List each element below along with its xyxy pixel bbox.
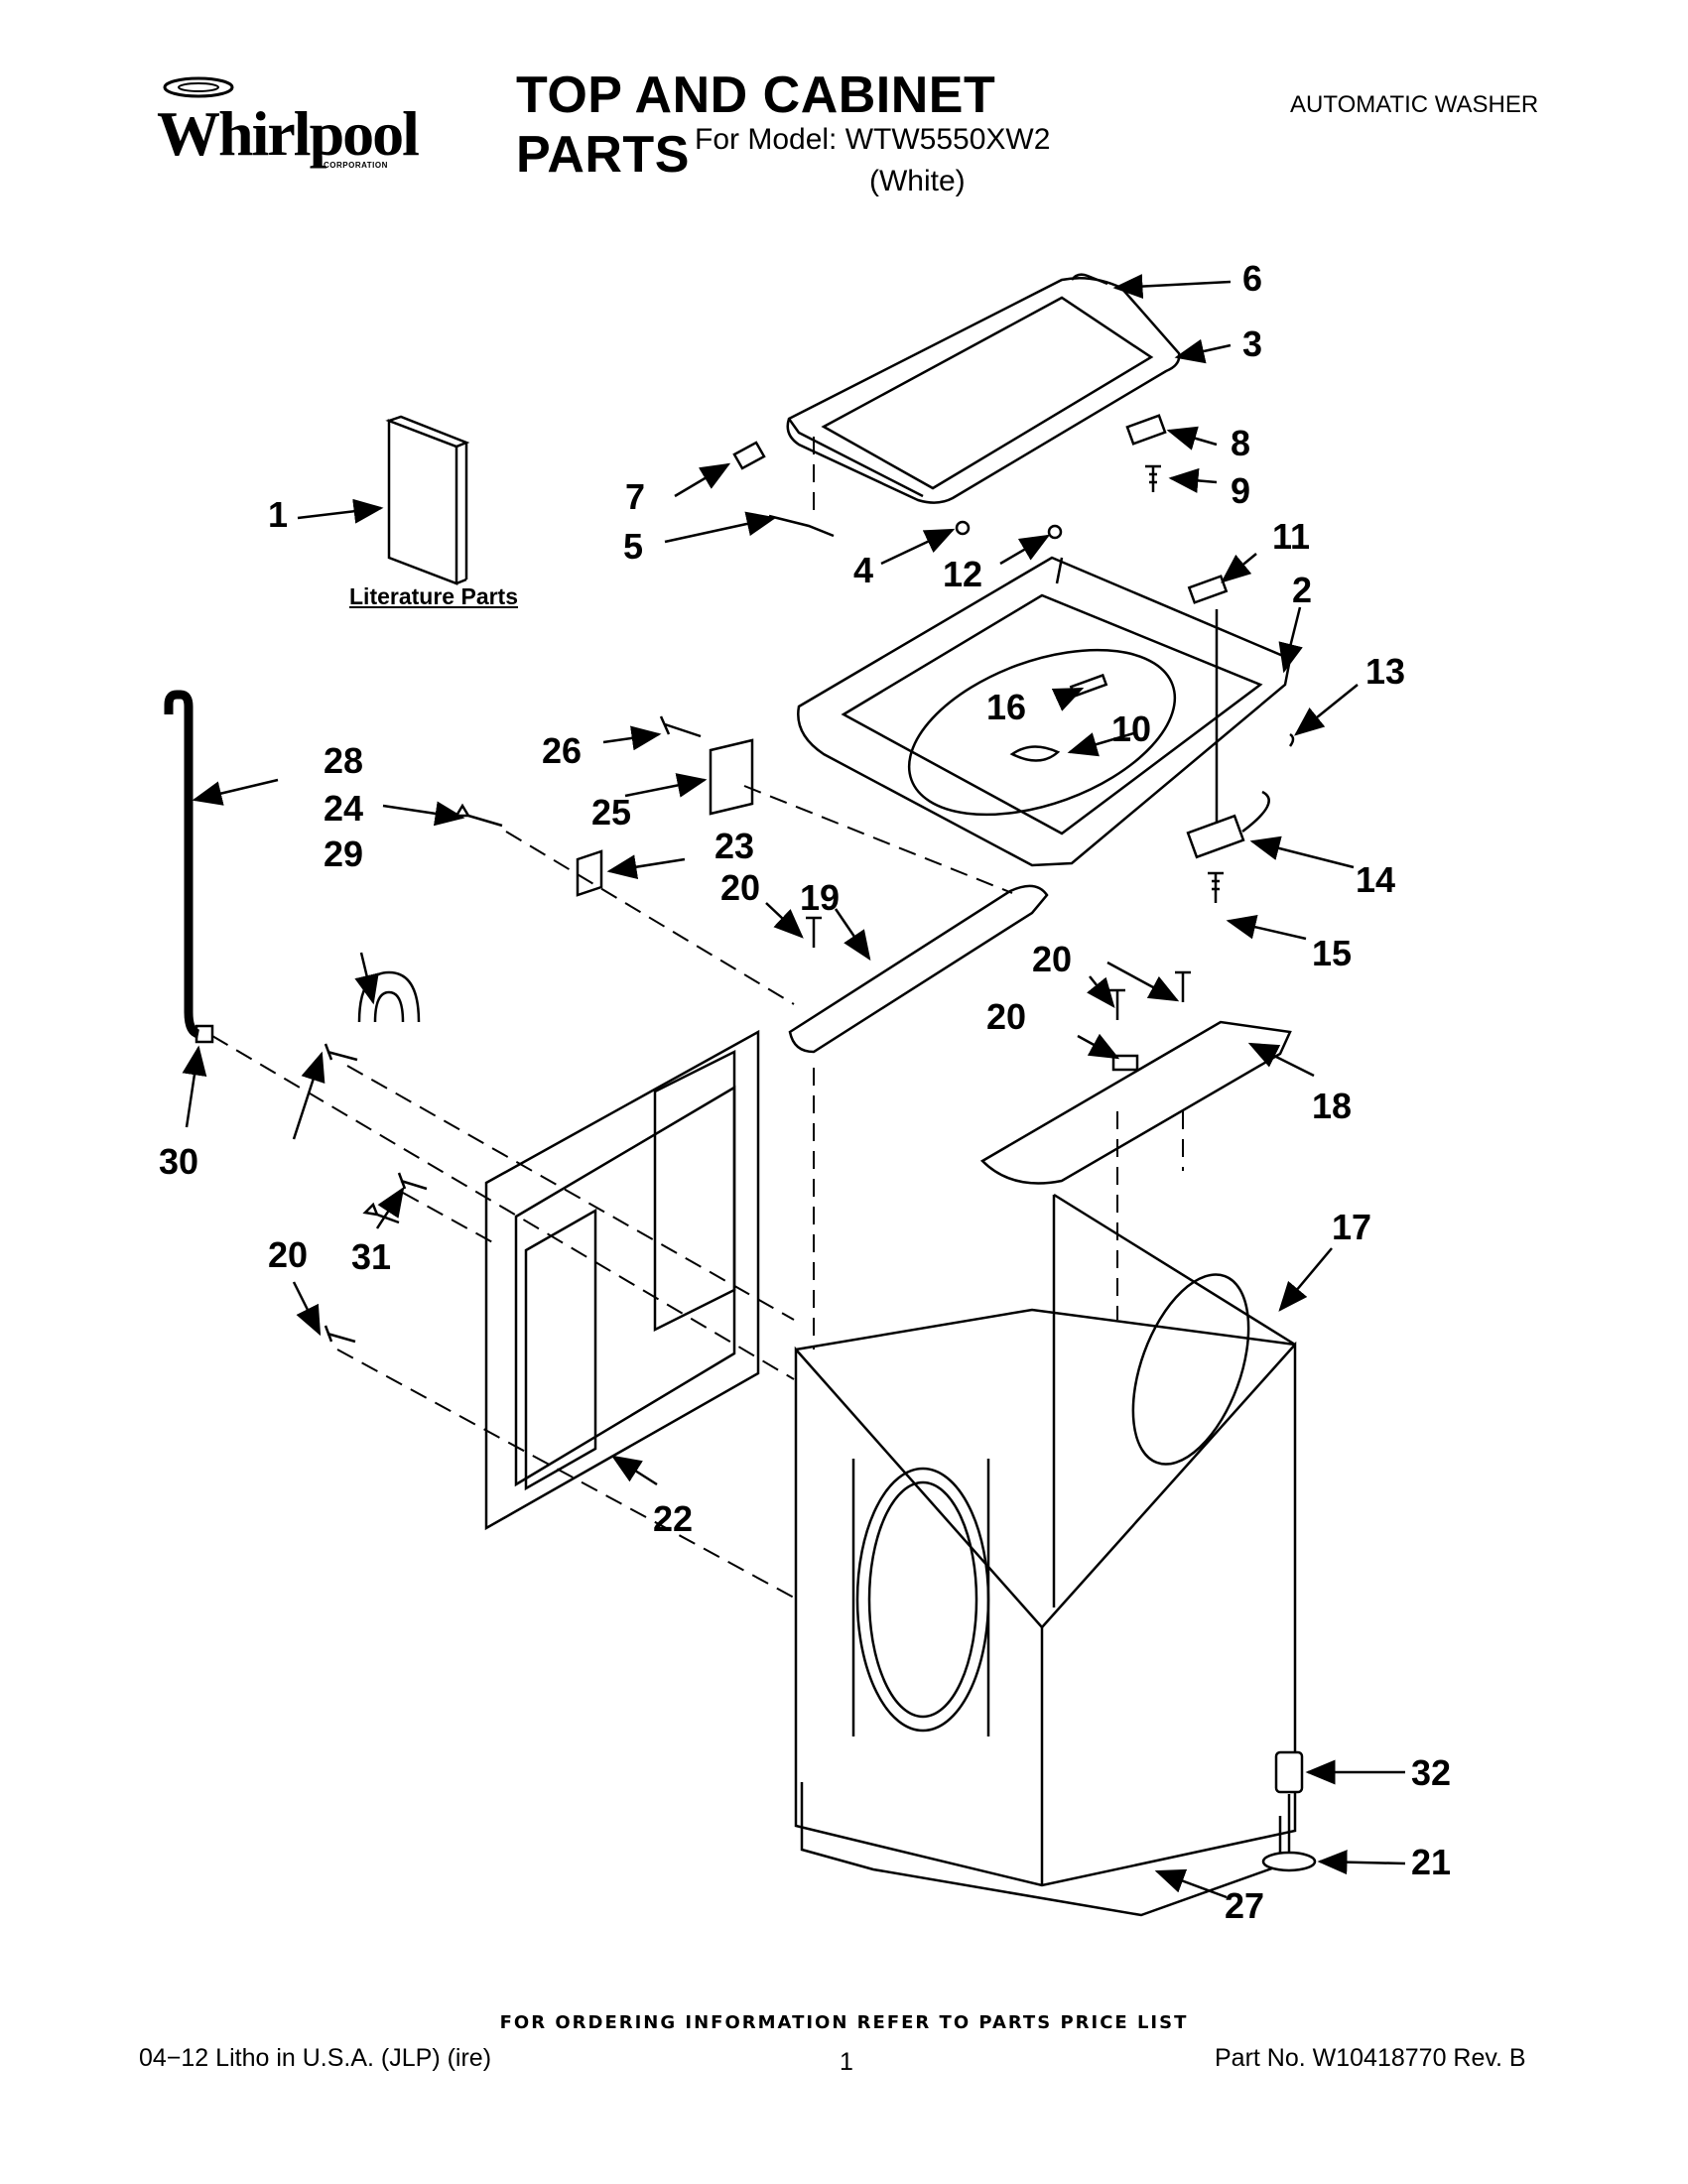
small-lid-parts: [768, 514, 1063, 540]
callout-29: 28: [324, 740, 364, 781]
callout-12: 12: [943, 554, 983, 594]
screw-parts: [324, 715, 1191, 1344]
lid-part: [786, 277, 1181, 504]
leader-lines: [182, 274, 1406, 1899]
callout-9: 9: [1231, 470, 1251, 511]
clip-part: [1288, 732, 1295, 747]
page-title: TOP AND CABINET PARTS: [516, 66, 996, 184]
callout-22: 21: [1411, 1842, 1452, 1882]
callout-4: 4: [853, 550, 874, 590]
callout-13: 13: [1365, 651, 1406, 692]
page-number: 1: [840, 2048, 853, 2076]
callout-25: 24: [324, 788, 364, 829]
switch-actuator-part: [1187, 575, 1229, 604]
callout-23: 22: [653, 1498, 694, 1539]
callout-17: 17: [1332, 1207, 1372, 1247]
callout-31: 30: [159, 1141, 199, 1182]
callout-14: 14: [1356, 859, 1396, 900]
callout-16: 16: [986, 687, 1027, 727]
callout-30: 29: [324, 834, 364, 874]
cross-brace-part: [788, 884, 1049, 1054]
callout-21: 20: [986, 996, 1027, 1037]
callout-11: 11: [1272, 516, 1311, 557]
callout-18: 18: [1312, 1086, 1353, 1126]
lid-strike-part: [1125, 414, 1167, 492]
callout-15: 15: [1312, 933, 1353, 973]
leveling-leg-part: [1261, 1750, 1317, 1872]
callout-20-rear-panel: 20: [268, 1234, 309, 1275]
logo-swoosh-icon: [163, 76, 234, 98]
callout-20-rear-brace: 20: [1032, 939, 1073, 979]
callout-3: 3: [1242, 323, 1263, 364]
callout-28: 27: [1225, 1885, 1265, 1926]
callout-10: 10: [1111, 708, 1152, 749]
model-line: For Model: WTW5550XW2: [695, 123, 1051, 156]
callout-1: 1: [268, 494, 289, 535]
callout-19: 19: [800, 877, 841, 918]
ordering-note: FOR ORDERING INFORMATION REFER TO PARTS …: [499, 2012, 1189, 2033]
literature-parts-caption: Literature Parts: [349, 583, 519, 609]
litho-info: 04−12 Litho in U.S.A. (JLP) (ire): [139, 2044, 492, 2072]
callout-20-front-brace: 20: [720, 867, 761, 908]
rear-panel-part: [484, 1029, 760, 1531]
rear-brace-part: [979, 1020, 1292, 1185]
brand-corporation: CORPORATION: [324, 161, 388, 170]
hinge-bushing-part: [732, 441, 766, 470]
callout-8: 8: [1231, 423, 1251, 463]
lid-switch-part: [1186, 609, 1270, 903]
top-panel-part: [797, 556, 1292, 867]
brand-logo: Whirlpool CORPORATION: [139, 71, 420, 181]
callout-24: 23: [714, 826, 755, 866]
clip-bracket-parts: [576, 738, 754, 897]
callout-26: 25: [591, 792, 632, 833]
product-type: AUTOMATIC WASHER: [1290, 91, 1539, 118]
callout-27: 26: [542, 730, 583, 771]
color-line: (White): [869, 165, 966, 197]
drain-hose-part: [164, 690, 214, 1044]
part-number: Part No. W10418770 Rev. B: [1215, 2044, 1526, 2072]
brand-wordmark: Whirlpool: [157, 98, 420, 169]
callout-5: 5: [623, 526, 644, 567]
literature-booklet-part: [385, 415, 470, 585]
callout-2: 2: [1292, 570, 1313, 610]
cabinet-part: [794, 1193, 1297, 1887]
bleach-dispenser-part: [1009, 745, 1061, 762]
callout-33: 32: [1411, 1752, 1452, 1793]
callout-6: 6: [1242, 258, 1263, 299]
callout-32: 31: [351, 1236, 392, 1277]
hinge-pin-part: [1071, 273, 1108, 286]
callout-7: 7: [625, 476, 646, 517]
